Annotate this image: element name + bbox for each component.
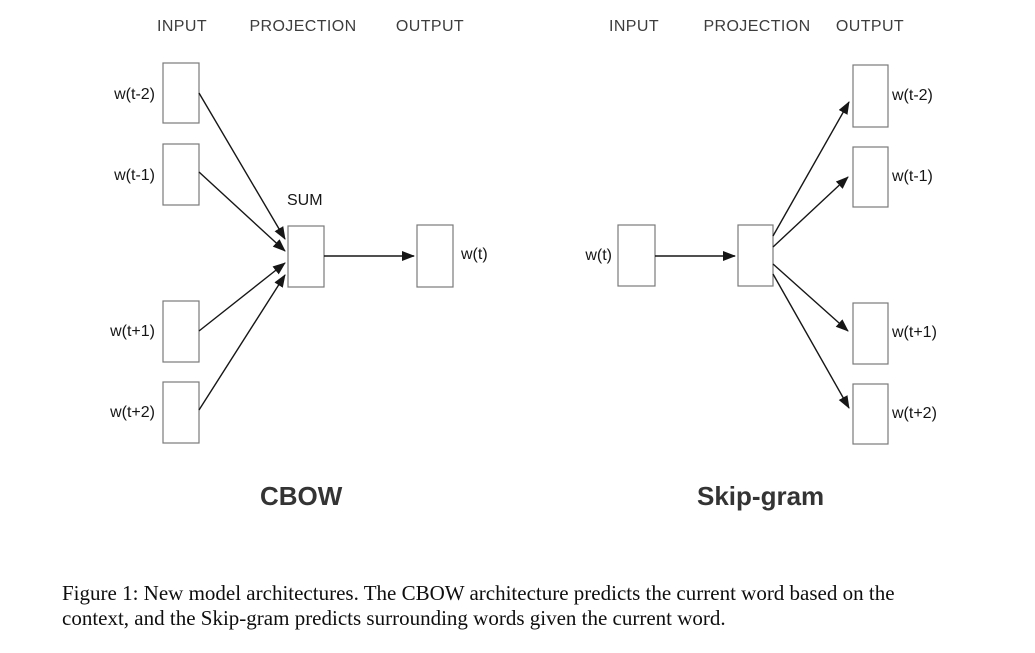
skipgram-output-box-1	[852, 146, 889, 208]
skipgram-header-output: OUTPUT	[835, 18, 905, 35]
cbow-header-output: OUTPUT	[395, 18, 465, 35]
arrow-skipgram-proj-to-out2	[772, 263, 849, 332]
cbow-output-box	[416, 224, 454, 288]
cbow-header-projection: PROJECTION	[249, 18, 357, 35]
arrow-skipgram-proj-to-out0	[772, 101, 850, 237]
arrow-cbow-in3-to-sum	[198, 274, 286, 411]
cbow-input-label-0: w(t-2)	[114, 86, 155, 103]
figure-caption-line-1: Figure 1: New model architectures. The C…	[62, 581, 895, 605]
skipgram-output-label-3: w(t+2)	[892, 405, 937, 422]
skipgram-output-label-0: w(t-2)	[892, 87, 933, 104]
skipgram-output-label-1: w(t-1)	[892, 168, 933, 185]
cbow-input-label-3: w(t+2)	[110, 404, 155, 421]
arrow-skipgram-proj-to-out3	[772, 273, 850, 409]
skipgram-header-input: INPUT	[609, 18, 659, 35]
skipgram-output-box-3	[852, 383, 889, 445]
cbow-projection-box	[287, 225, 325, 288]
arrow-skipgram-proj-to-out1	[772, 176, 849, 248]
arrow-cbow-in0-to-sum	[198, 92, 286, 240]
cbow-input-label-1: w(t-1)	[114, 167, 155, 184]
cbow-sum-label: SUM	[287, 192, 323, 209]
skipgram-output-box-2	[852, 302, 889, 365]
skipgram-projection-box	[737, 224, 774, 287]
cbow-input-box-1	[162, 143, 200, 206]
skipgram-title: Skip-gram	[697, 481, 825, 511]
skipgram-output-box-0	[852, 64, 889, 128]
cbow-output-label: w(t)	[461, 246, 488, 263]
skipgram-header-projection: PROJECTION	[703, 18, 811, 35]
cbow-input-box-3	[162, 381, 200, 444]
cbow-input-box-2	[162, 300, 200, 363]
figure-caption: Figure 1: New model architectures. The C…	[62, 581, 1002, 630]
skipgram-input-label: w(t)	[585, 247, 612, 264]
skipgram-output-label-2: w(t+1)	[892, 324, 937, 341]
cbow-title: CBOW	[260, 481, 343, 511]
cbow-input-box-0	[162, 62, 200, 124]
cbow-header-input: INPUT	[157, 18, 207, 35]
cbow-input-label-2: w(t+1)	[110, 323, 155, 340]
figure-caption-line-2: context, and the Skip-gram predicts surr…	[62, 605, 726, 630]
skipgram-input-box	[617, 224, 656, 287]
arrow-cbow-in1-to-sum	[198, 171, 286, 252]
arrow-cbow-in2-to-sum	[198, 262, 286, 332]
